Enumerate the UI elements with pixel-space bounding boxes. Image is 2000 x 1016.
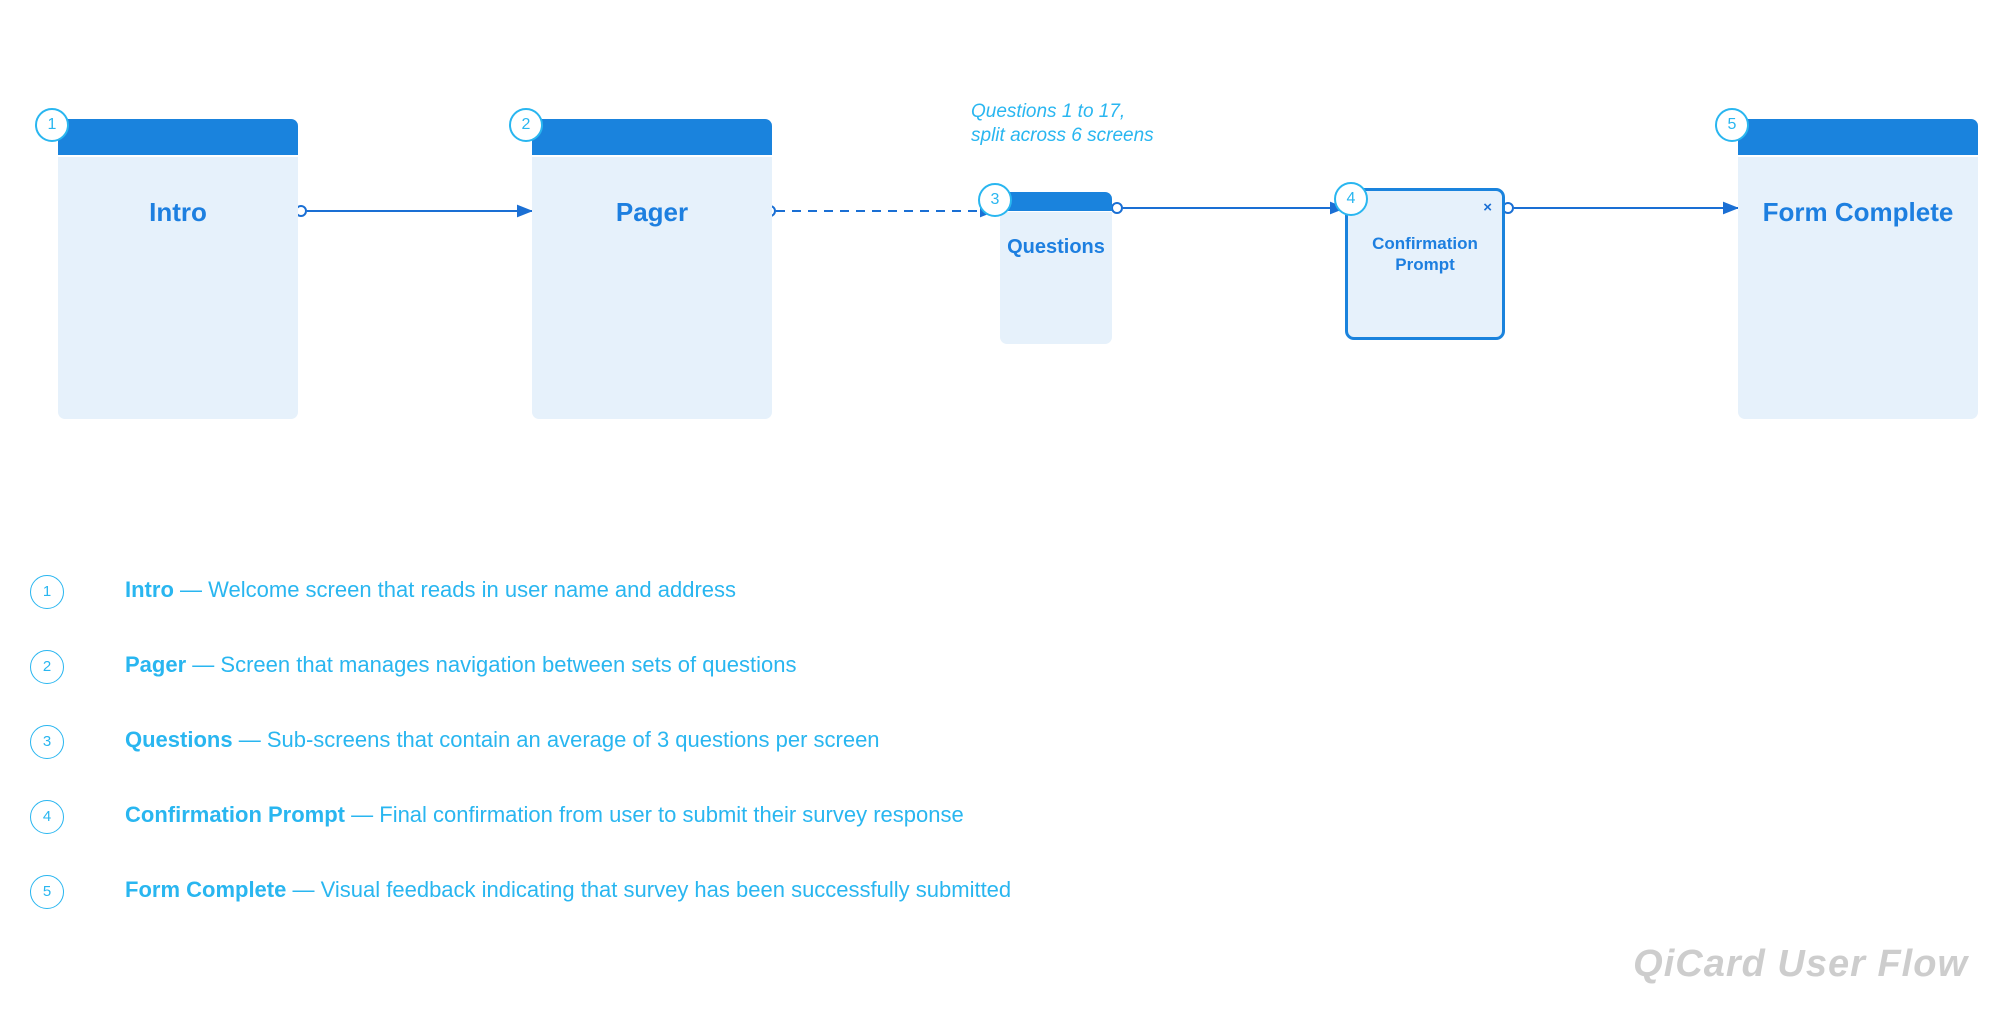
flow-node-pager[interactable]: Pager	[532, 119, 772, 419]
legend-item-description: Welcome screen that reads in user name a…	[208, 577, 737, 602]
flow-node-questions[interactable]: Questions	[1000, 192, 1112, 344]
flow-diagram-canvas: Intro 1 Pager 2 Questions 1 to 17, split…	[0, 0, 2000, 440]
card-header-bar	[1738, 119, 1978, 155]
card-body	[1738, 157, 1978, 419]
connector-origin-dot-3	[1111, 202, 1123, 214]
legend-item[interactable]: 5 Form Complete — Visual feedback indica…	[30, 875, 1430, 950]
card-header-bar	[532, 119, 772, 155]
flow-node-intro[interactable]: Intro	[58, 119, 298, 419]
legend-item-description: Final confirmation from user to submit t…	[379, 802, 964, 827]
flow-badge-2[interactable]: 2	[509, 108, 543, 142]
legend-item[interactable]: 3 Questions — Sub-screens that contain a…	[30, 725, 1430, 800]
legend-item-text: Pager — Screen that manages navigation b…	[125, 652, 796, 678]
legend-item-description: Screen that manages navigation between s…	[220, 652, 797, 677]
legend-item-description: Visual feedback indicating that survey h…	[320, 877, 1012, 902]
flow-node-label: Confirmation Prompt	[1372, 234, 1478, 275]
legend-badge-1: 1	[30, 575, 64, 609]
flow-node-confirmation-prompt[interactable]: × Confirmation Prompt	[1345, 188, 1505, 340]
legend-item-text: Form Complete — Visual feedback indicati…	[125, 877, 1011, 903]
flow-node-form-complete[interactable]: Form Complete	[1738, 119, 1978, 419]
legend-item-name: Confirmation Prompt	[125, 802, 345, 827]
legend-badge-5: 5	[30, 875, 64, 909]
legend-badge-3: 3	[30, 725, 64, 759]
legend-badge-2: 2	[30, 650, 64, 684]
legend-item-name: Intro	[125, 577, 174, 602]
flow-badge-5[interactable]: 5	[1715, 108, 1749, 142]
legend-item-dash: —	[351, 802, 374, 827]
card-header-bar	[1000, 192, 1112, 211]
card-header-bar	[58, 119, 298, 155]
card-body	[532, 157, 772, 419]
legend-item-text: Intro — Welcome screen that reads in use…	[125, 577, 736, 603]
card-body	[1000, 212, 1112, 344]
legend-item[interactable]: 2 Pager — Screen that manages navigation…	[30, 650, 1430, 725]
annotation-questions-range: Questions 1 to 17, split across 6 screen…	[971, 101, 1154, 146]
legend-item[interactable]: 1 Intro — Welcome screen that reads in u…	[30, 575, 1430, 650]
close-icon[interactable]: ×	[1483, 199, 1492, 216]
legend-item-dash: —	[292, 877, 315, 902]
watermark-title: QiCard User Flow	[1633, 943, 1968, 985]
legend-item-dash: —	[238, 727, 261, 752]
flow-badge-3[interactable]: 3	[978, 183, 1012, 217]
legend-item-text: Confirmation Prompt — Final confirmation…	[125, 802, 964, 828]
flow-node-label: Intro	[149, 197, 207, 227]
legend-item-name: Questions	[125, 727, 233, 752]
legend-item-name: Form Complete	[125, 877, 287, 902]
legend-item-text: Questions — Sub-screens that contain an …	[125, 727, 880, 753]
legend-item-dash: —	[192, 652, 215, 677]
flow-badge-4[interactable]: 4	[1334, 182, 1368, 216]
flow-node-label: Pager	[615, 197, 689, 227]
flow-node-label: Questions	[1007, 236, 1105, 258]
card-body	[58, 157, 298, 419]
flow-badge-1[interactable]: 1	[35, 108, 69, 142]
legend-item-description: Sub-screens that contain an average of 3…	[266, 727, 880, 752]
legend-badge-4: 4	[30, 800, 64, 834]
legend-list: 1 Intro — Welcome screen that reads in u…	[30, 575, 1430, 950]
legend-item-dash: —	[180, 577, 203, 602]
flow-node-label: Form Complete	[1762, 197, 1954, 227]
legend-item[interactable]: 4 Confirmation Prompt — Final confirmati…	[30, 800, 1430, 875]
legend-item-name: Pager	[125, 652, 187, 677]
